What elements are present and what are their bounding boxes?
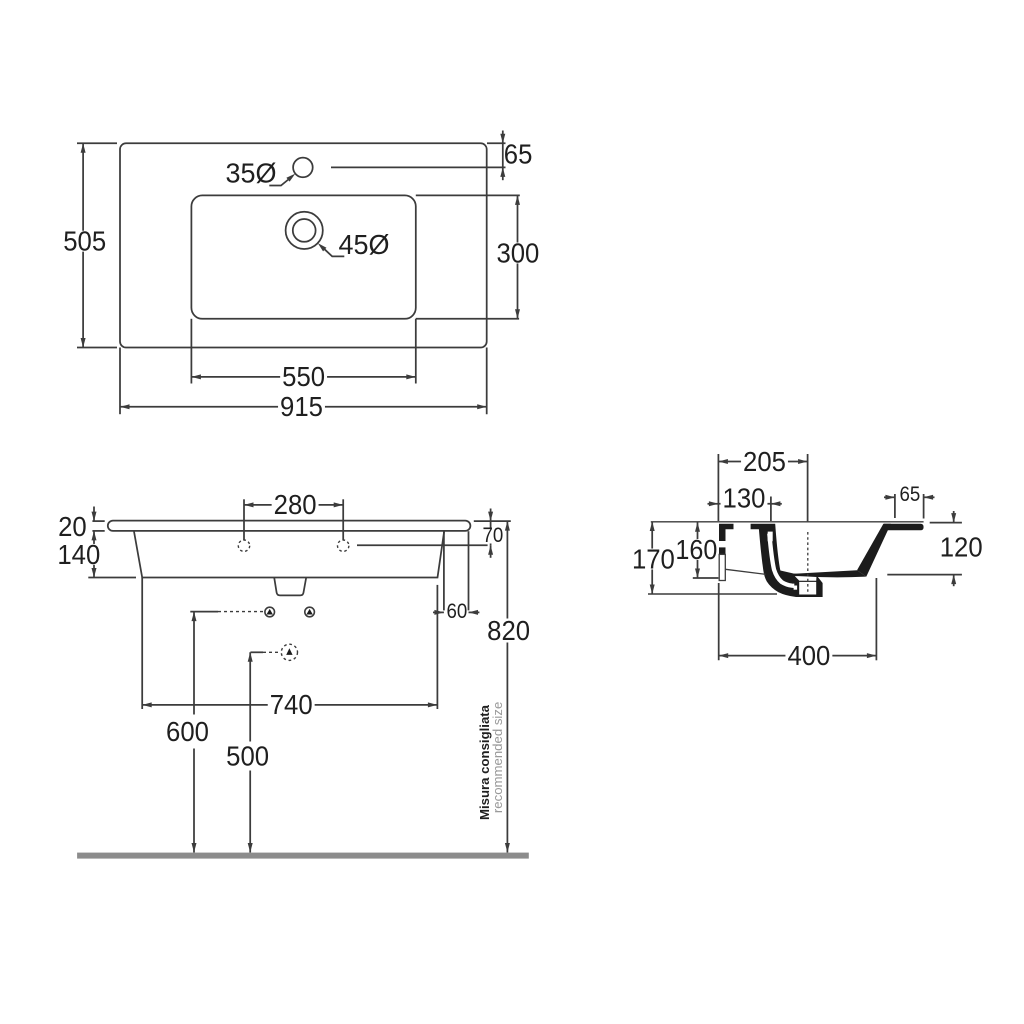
svg-text:205: 205 <box>743 446 786 477</box>
svg-text:280: 280 <box>274 489 317 520</box>
svg-text:550: 550 <box>282 361 325 392</box>
svg-text:160: 160 <box>675 534 717 565</box>
svg-text:Misura consigliata: Misura consigliata <box>477 704 492 820</box>
svg-text:35Ø: 35Ø <box>226 157 277 188</box>
svg-text:400: 400 <box>787 640 830 671</box>
svg-text:300: 300 <box>496 238 539 269</box>
svg-text:120: 120 <box>940 532 983 563</box>
svg-text:recommended size: recommended size <box>490 702 505 813</box>
svg-text:170: 170 <box>632 544 675 575</box>
svg-text:65: 65 <box>504 139 533 170</box>
svg-text:20: 20 <box>58 511 87 542</box>
svg-text:70: 70 <box>483 524 504 547</box>
svg-text:915: 915 <box>280 391 323 422</box>
svg-text:740: 740 <box>270 689 313 720</box>
svg-text:820: 820 <box>487 615 530 646</box>
svg-text:130: 130 <box>723 483 766 514</box>
svg-text:600: 600 <box>166 716 209 747</box>
svg-text:65: 65 <box>900 483 921 506</box>
svg-text:505: 505 <box>63 226 106 257</box>
svg-text:140: 140 <box>57 539 100 570</box>
svg-text:500: 500 <box>226 741 269 772</box>
svg-text:45Ø: 45Ø <box>339 229 390 260</box>
svg-text:60: 60 <box>447 600 468 623</box>
